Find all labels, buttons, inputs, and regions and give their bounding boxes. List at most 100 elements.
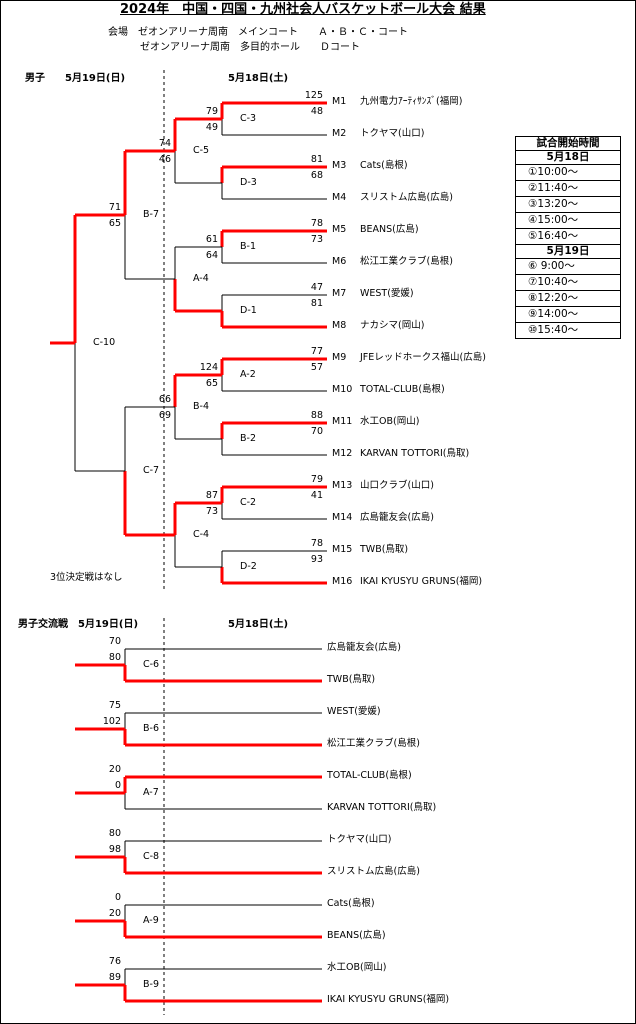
score: 41: [310, 490, 323, 501]
game-label: A-9: [143, 915, 159, 926]
team-name: 九州電力ｱｰﾃｨｻﾝｽﾞ(福岡): [360, 96, 463, 107]
game-label: B-2: [240, 433, 256, 444]
page-title: 2024年 中国・四国・九州社会人バスケットボール大会 結果: [120, 2, 486, 17]
team-name: WEST(愛媛): [327, 706, 381, 717]
score: 20: [108, 908, 121, 919]
schedule-time: ④15:00～: [516, 213, 620, 229]
score: 79: [205, 106, 218, 117]
score: 125: [304, 90, 323, 101]
team-name: BEANS(広島): [360, 224, 419, 235]
game-label: A-2: [240, 369, 256, 380]
score: 89: [108, 972, 121, 983]
team-code: M2: [332, 128, 347, 139]
schedule-time: ⑦10:40～: [516, 275, 620, 291]
score: 0: [114, 780, 121, 791]
team-code: M7: [332, 288, 347, 299]
score: 73: [205, 506, 218, 517]
score: 68: [310, 170, 323, 181]
score: 87: [205, 490, 218, 501]
main-header-right: 5月18日(土): [228, 73, 289, 84]
team-code: M16: [332, 576, 353, 587]
score: 49: [205, 122, 218, 133]
team-name: TOTAL-CLUB(島根): [360, 384, 445, 395]
score: 47: [310, 282, 323, 293]
game-label: A-4: [193, 273, 209, 284]
team-name: 水工OB(岡山): [360, 416, 420, 427]
score: 20: [108, 764, 121, 775]
team-code: M9: [332, 352, 347, 363]
game-label: B-4: [193, 401, 209, 412]
schedule-time: ②11:40～: [516, 181, 620, 197]
third-place-note: 3位決定戦はなし: [50, 572, 123, 583]
team-code: M1: [332, 96, 347, 107]
schedule-time: ⑤16:40～: [516, 229, 620, 245]
game-label: A-7: [143, 787, 159, 798]
score: 46: [158, 154, 171, 165]
team-name: JFEレッドホークス福山(広島): [360, 352, 486, 363]
team-name: KARVAN TOTTORI(鳥取): [360, 448, 470, 459]
game-label: D-3: [240, 177, 257, 188]
schedule-time: ①10:00～: [516, 165, 620, 181]
exchange-header-left: 男子交流戦 5月19日(日): [18, 619, 139, 630]
schedule-day2: 5月19日: [516, 245, 620, 259]
team-code: M8: [332, 320, 347, 331]
score: 48: [310, 106, 323, 117]
score: 74: [158, 138, 171, 149]
team-name: IKAI KYUSYU GRUNS(福岡): [327, 994, 450, 1005]
team-code: M4: [332, 192, 347, 203]
score: 73: [310, 234, 323, 245]
score: 76: [108, 956, 121, 967]
game-label: C-2: [240, 497, 257, 508]
score: 64: [205, 250, 218, 261]
score: 57: [310, 362, 323, 373]
score: 65: [205, 378, 218, 389]
schedule-time: ⑧12:20～: [516, 291, 620, 307]
score: 61: [205, 234, 218, 245]
game-label: C-3: [240, 113, 257, 124]
schedule-table: 試合開始時間 5月18日 ①10:00～ ②11:40～ ③13:20～ ④15…: [515, 136, 621, 339]
schedule-time: ⑩15:40～: [528, 324, 579, 336]
game-label: D-2: [240, 561, 257, 572]
score: 77: [310, 346, 323, 357]
score: 79: [310, 474, 323, 485]
team-code: M10: [332, 384, 353, 395]
game-label: C-6: [143, 659, 160, 670]
game-label: B-7: [143, 209, 159, 220]
team-name: TWB(鳥取): [327, 674, 376, 685]
venue-line-1: 会場 ゼオンアリーナ周南 メインコート Ａ・Ｂ・Ｃ・コート: [108, 27, 408, 38]
team-name: 山口クラブ(山口): [360, 480, 434, 491]
schedule-time: ⑨14:00～: [516, 307, 620, 323]
score: 81: [310, 154, 323, 165]
score: 65: [108, 218, 121, 229]
team-name: 広島籠友会(広島): [360, 512, 434, 523]
team-code: M3: [332, 160, 347, 171]
team-name: Cats(島根): [327, 898, 375, 909]
team-name: 松江工業クラブ(島根): [360, 256, 453, 267]
score: 78: [310, 538, 323, 549]
score: 69: [158, 410, 171, 421]
team-name: トクヤマ(山口): [360, 128, 425, 139]
game-label: C-7: [143, 465, 160, 476]
score: 70: [310, 426, 323, 437]
team-name: 松江工業クラブ(島根): [327, 738, 420, 749]
score: 80: [108, 828, 121, 839]
team-name: 広島籠友会(広島): [327, 642, 401, 653]
main-header-left: 男子 5月19日(日): [25, 73, 126, 84]
game-label: C-10: [93, 337, 116, 348]
schedule-day1: 5月18日: [516, 151, 620, 165]
team-code: M5: [332, 224, 347, 235]
score: 71: [108, 202, 121, 213]
team-name: ナカシマ(岡山): [360, 320, 425, 331]
team-name: IKAI KYUSYU GRUNS(福岡): [360, 576, 483, 587]
game-label: C-8: [143, 851, 160, 862]
score: 80: [108, 652, 121, 663]
game-label: B-6: [143, 723, 159, 734]
score: 66: [158, 394, 171, 405]
team-code: M13: [332, 480, 353, 491]
game-label: C-5: [193, 145, 210, 156]
team-code: M15: [332, 544, 353, 555]
team-code: M6: [332, 256, 347, 267]
score: 98: [108, 844, 121, 855]
schedule-title: 試合開始時間: [516, 137, 620, 151]
team-code: M14: [332, 512, 353, 523]
